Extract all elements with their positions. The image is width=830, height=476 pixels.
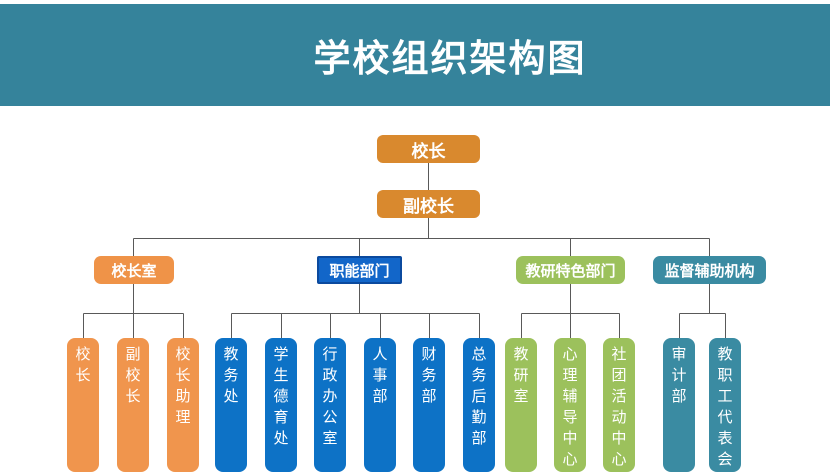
leaf-audit-department: 审计部 — [663, 338, 695, 472]
node-principal: 校长 — [377, 135, 480, 163]
branch-research-special-departments: 教研特色部门 — [516, 256, 625, 284]
leaf-finance-department: 财务部 — [413, 338, 445, 472]
branch-principal-office: 校长室 — [94, 256, 174, 284]
leaf-psych-counseling-center: 心理辅导中心 — [554, 338, 586, 472]
branch-functional-departments: 职能部门 — [317, 256, 402, 284]
leaf-admin-office: 行政办公室 — [314, 338, 346, 472]
leaf-academic-affairs: 教务处 — [215, 338, 247, 472]
page-title: 学校组织架构图 — [313, 37, 587, 80]
leaf-staff-congress: 教职工代表会 — [709, 338, 741, 472]
title-banner: 学校组织架构图 — [0, 4, 830, 106]
leaf-hr-department: 人事部 — [364, 338, 396, 472]
leaf-vice-principal: 副校长 — [117, 338, 149, 472]
leaf-principal-assistant: 校长助理 — [167, 338, 199, 472]
node-vice-principal: 副校长 — [377, 190, 480, 218]
branch-supervision-auxiliary: 监督辅助机构 — [653, 256, 766, 284]
leaf-teaching-research-office: 教研室 — [505, 338, 537, 472]
leaf-general-logistics: 总务后勤部 — [463, 338, 495, 472]
leaf-club-activity-center: 社团活动中心 — [603, 338, 635, 472]
leaf-student-moral-education: 学生德育处 — [265, 338, 297, 472]
leaf-principal: 校长 — [67, 338, 99, 472]
